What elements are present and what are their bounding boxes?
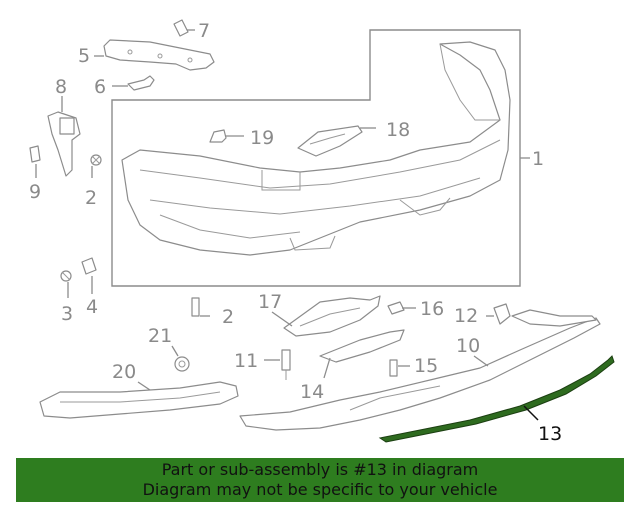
part-3-screw — [60, 270, 72, 282]
callout-6: 6 — [94, 76, 106, 98]
info-banner: Part or sub-assembly is #13 in diagram D… — [16, 458, 624, 502]
part-13-trim-highlighted — [378, 355, 615, 443]
callout-3: 3 — [61, 303, 73, 325]
callout-15: 15 — [414, 355, 438, 377]
part-7-clip — [173, 19, 189, 37]
callout-7: 7 — [198, 20, 210, 42]
callout-17: 17 — [258, 291, 282, 313]
parts-diagram: 1 2 2 3 4 5 6 7 8 9 10 11 12 13 14 15 16… — [29, 19, 615, 445]
part-8-bracket — [47, 111, 81, 177]
part-20-reflector — [39, 381, 239, 419]
callout-4: 4 — [86, 296, 98, 318]
bumper-cover — [121, 41, 511, 256]
part-12-bracket — [493, 303, 511, 325]
callout-18: 18 — [386, 119, 410, 141]
part-11-screw — [281, 349, 291, 380]
callout-9: 9 — [29, 181, 41, 203]
part-2-screw-b — [191, 297, 200, 317]
callout-2-left: 2 — [85, 187, 97, 209]
part-4-clip — [81, 257, 97, 275]
callout-10: 10 — [456, 335, 480, 357]
callout-5: 5 — [78, 45, 90, 67]
callout-2-center: 2 — [222, 306, 234, 328]
banner-line-part: Part or sub-assembly is #13 in diagram — [161, 460, 479, 479]
part-15-clip — [389, 359, 398, 377]
part-5-bracket — [103, 39, 215, 71]
part-18-bracket — [297, 125, 363, 157]
callout-19: 19 — [250, 127, 274, 149]
callout-20: 20 — [112, 361, 136, 383]
callout-14: 14 — [300, 381, 324, 403]
callout-8: 8 — [55, 76, 67, 98]
part-21-grommet — [174, 356, 190, 372]
callout-12: 12 — [454, 305, 478, 327]
part-6-clip — [127, 75, 155, 91]
callout-11: 11 — [234, 350, 258, 372]
bumper-assembly-box — [111, 29, 521, 287]
part-19-clip — [209, 129, 227, 143]
callout-13: 13 — [538, 423, 562, 445]
part-16-clip — [387, 301, 405, 315]
part-14-molding — [319, 329, 405, 363]
part-17-molding — [283, 295, 381, 337]
callout-21: 21 — [148, 325, 172, 347]
part-9-clip — [29, 145, 41, 163]
part-10-valance — [239, 309, 601, 431]
part-2-screw-a — [90, 154, 102, 166]
callout-16: 16 — [420, 298, 444, 320]
banner-line-disclaimer: Diagram may not be specific to your vehi… — [142, 480, 498, 499]
callout-1: 1 — [532, 148, 544, 170]
